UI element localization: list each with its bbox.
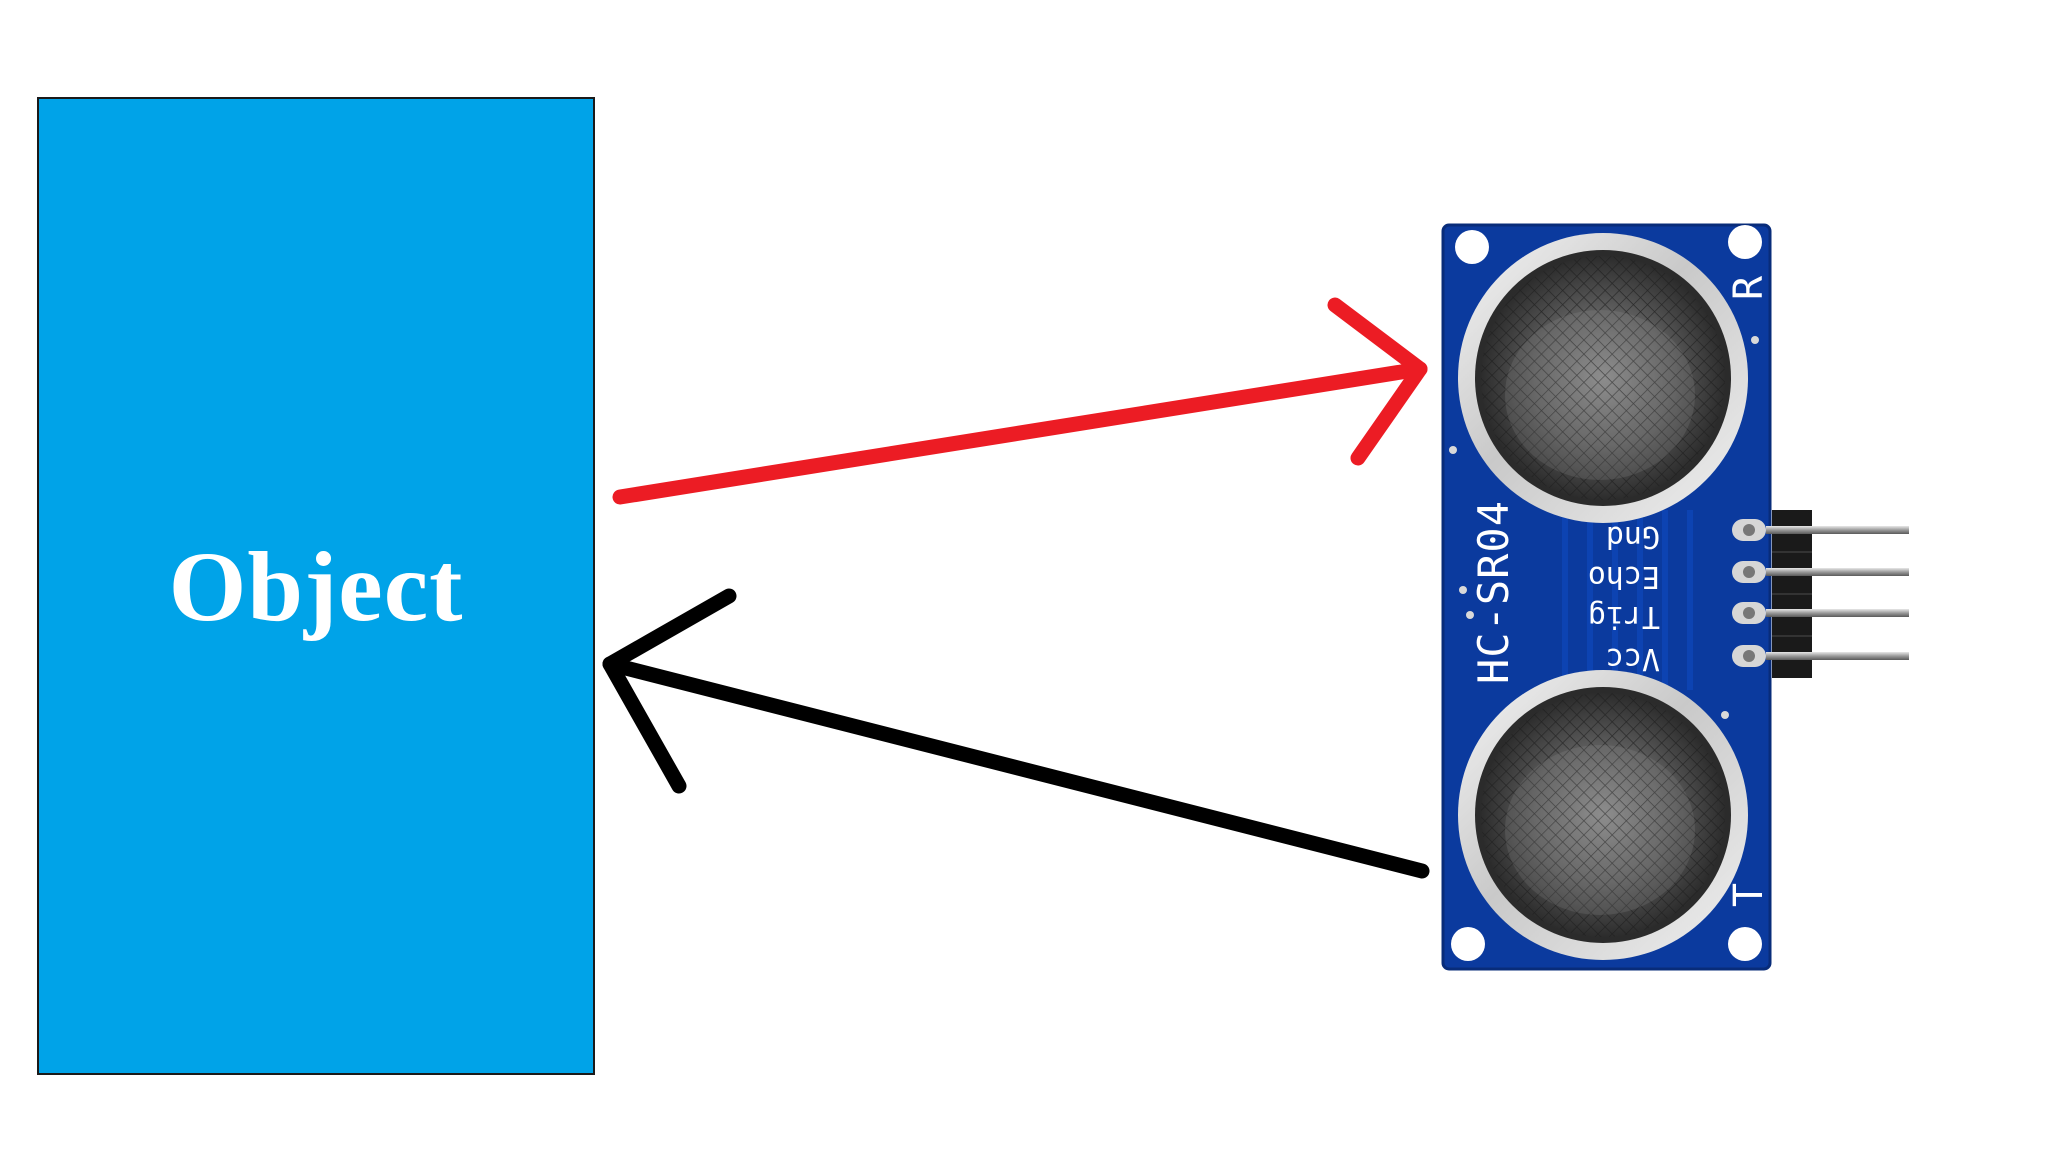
pin-label-vcc: Vcc [1606, 641, 1660, 676]
vias [1449, 336, 1759, 719]
transmitter-transducer [1458, 670, 1748, 960]
hc-sr04-sensor: R T HC-SR04 Gnd Echo Trig Vcc [1441, 223, 1909, 971]
object-box: Object [37, 97, 595, 1075]
pin-label-echo: Echo [1588, 559, 1660, 594]
mounting-holes [1451, 225, 1762, 961]
emitted-wave-arrow [612, 297, 1428, 505]
reflected-wave-arrow [602, 588, 1430, 879]
pin-labels: Gnd Echo Trig Vcc [1588, 519, 1660, 676]
solder-pads [1732, 519, 1766, 667]
header-pins [1766, 510, 1909, 678]
model-label: HC-SR04 [1469, 500, 1518, 684]
board-traces [1562, 510, 1693, 690]
pin-label-trig: Trig [1588, 599, 1660, 634]
pin-label-gnd: Gnd [1606, 519, 1660, 554]
object-label: Object [168, 531, 464, 642]
transmitter-mark: T [1726, 883, 1772, 907]
receiver-transducer [1458, 233, 1748, 523]
receiver-mark: R [1726, 275, 1772, 300]
